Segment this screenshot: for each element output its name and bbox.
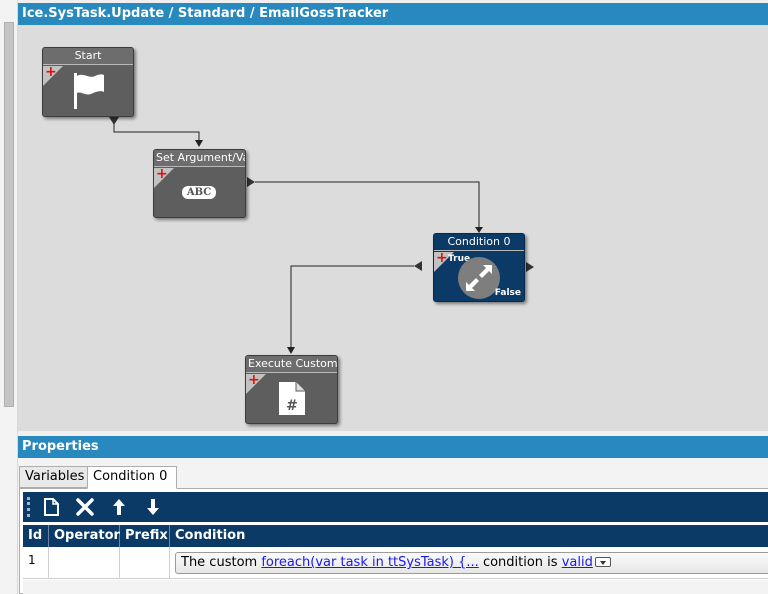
left-panel-strip bbox=[0, 0, 18, 594]
abc-text-icon: ABC bbox=[182, 186, 216, 199]
designer-title: Ice.SysTask.Update / Standard / EmailGos… bbox=[22, 6, 389, 21]
toolbar-grip[interactable] bbox=[27, 497, 30, 517]
move-down-button[interactable] bbox=[141, 496, 165, 518]
set-argument-output-port[interactable] bbox=[247, 177, 255, 187]
condition-valid-link[interactable]: valid bbox=[561, 555, 593, 570]
new-icon bbox=[44, 498, 59, 516]
node-corner bbox=[246, 374, 266, 394]
column-header-id[interactable]: Id bbox=[23, 525, 49, 547]
cell-id: 1 bbox=[23, 547, 49, 579]
expand-plus-icon[interactable]: + bbox=[156, 166, 168, 182]
properties-title-bar: Properties bbox=[18, 436, 768, 458]
workflow-canvas[interactable] bbox=[18, 25, 768, 431]
arrowhead bbox=[287, 347, 295, 354]
tab-label: Variables bbox=[25, 469, 85, 484]
true-branch-label: True bbox=[448, 254, 471, 264]
tab-label: Condition 0 bbox=[93, 469, 168, 484]
left-scrollbar[interactable] bbox=[4, 22, 14, 407]
condition-middle-text: condition is bbox=[478, 555, 562, 570]
table-row[interactable]: 1 The custom foreach(var task in ttSysTa… bbox=[23, 547, 768, 579]
false-branch-label: False bbox=[494, 288, 521, 298]
condition-editor[interactable]: The custom foreach(var task in ttSysTask… bbox=[175, 552, 768, 574]
node-execute-custom-code[interactable]: Execute Custom Co + # bbox=[245, 355, 338, 424]
expand-plus-icon[interactable]: + bbox=[436, 250, 448, 266]
expand-plus-icon[interactable]: + bbox=[45, 64, 57, 80]
node-start[interactable]: Start + bbox=[42, 47, 134, 117]
node-corner bbox=[43, 66, 63, 86]
chevron-down-icon[interactable] bbox=[594, 556, 611, 567]
move-down-icon bbox=[147, 499, 159, 515]
node-title: Start bbox=[43, 48, 133, 65]
designer-title-bar: Ice.SysTask.Update / Standard / EmailGos… bbox=[18, 3, 768, 25]
swap-arrows-icon bbox=[458, 257, 500, 299]
tab-condition[interactable]: Condition 0 bbox=[87, 466, 177, 489]
condition-code-link[interactable]: foreach(var task in ttSysTask) {... bbox=[261, 555, 479, 570]
arrowhead bbox=[195, 140, 203, 147]
svg-text:#: # bbox=[286, 398, 298, 414]
cell-condition: The custom foreach(var task in ttSysTask… bbox=[170, 547, 768, 579]
code-file-icon: # bbox=[279, 382, 305, 415]
node-title: Execute Custom Co bbox=[246, 356, 337, 373]
node-condition[interactable]: Condition 0 + True False bbox=[433, 233, 525, 302]
column-header-condition[interactable]: Condition bbox=[175, 528, 246, 543]
flag-icon bbox=[74, 73, 104, 109]
condition-grid-header: Id Operator Prefix Condition bbox=[23, 525, 768, 547]
condition-toolbar bbox=[23, 492, 768, 522]
grid-empty-area bbox=[23, 580, 768, 594]
arrowhead bbox=[475, 227, 483, 233]
node-corner bbox=[154, 168, 174, 188]
node-corner bbox=[434, 252, 454, 272]
cell-prefix[interactable] bbox=[120, 547, 170, 579]
cell-operator[interactable] bbox=[49, 547, 120, 579]
condition-input-port[interactable] bbox=[414, 261, 422, 271]
properties-title: Properties bbox=[22, 439, 99, 454]
new-button[interactable] bbox=[39, 496, 63, 518]
tab-variables[interactable]: Variables bbox=[19, 466, 88, 488]
condition-prefix-text: The custom bbox=[181, 555, 262, 570]
column-header-prefix[interactable]: Prefix bbox=[120, 525, 170, 547]
condition-false-output-port[interactable] bbox=[526, 262, 534, 272]
node-title: Set Argument/Vari bbox=[154, 150, 245, 167]
node-title: Condition 0 bbox=[434, 234, 524, 251]
delete-icon bbox=[76, 498, 94, 516]
start-output-port[interactable] bbox=[109, 117, 119, 125]
delete-button[interactable] bbox=[73, 496, 97, 518]
node-set-argument[interactable]: Set Argument/Vari + ABC bbox=[153, 149, 246, 218]
expand-plus-icon[interactable]: + bbox=[248, 372, 260, 388]
move-up-icon bbox=[113, 499, 125, 515]
move-up-button[interactable] bbox=[107, 496, 131, 518]
column-header-operator[interactable]: Operator bbox=[49, 525, 120, 547]
